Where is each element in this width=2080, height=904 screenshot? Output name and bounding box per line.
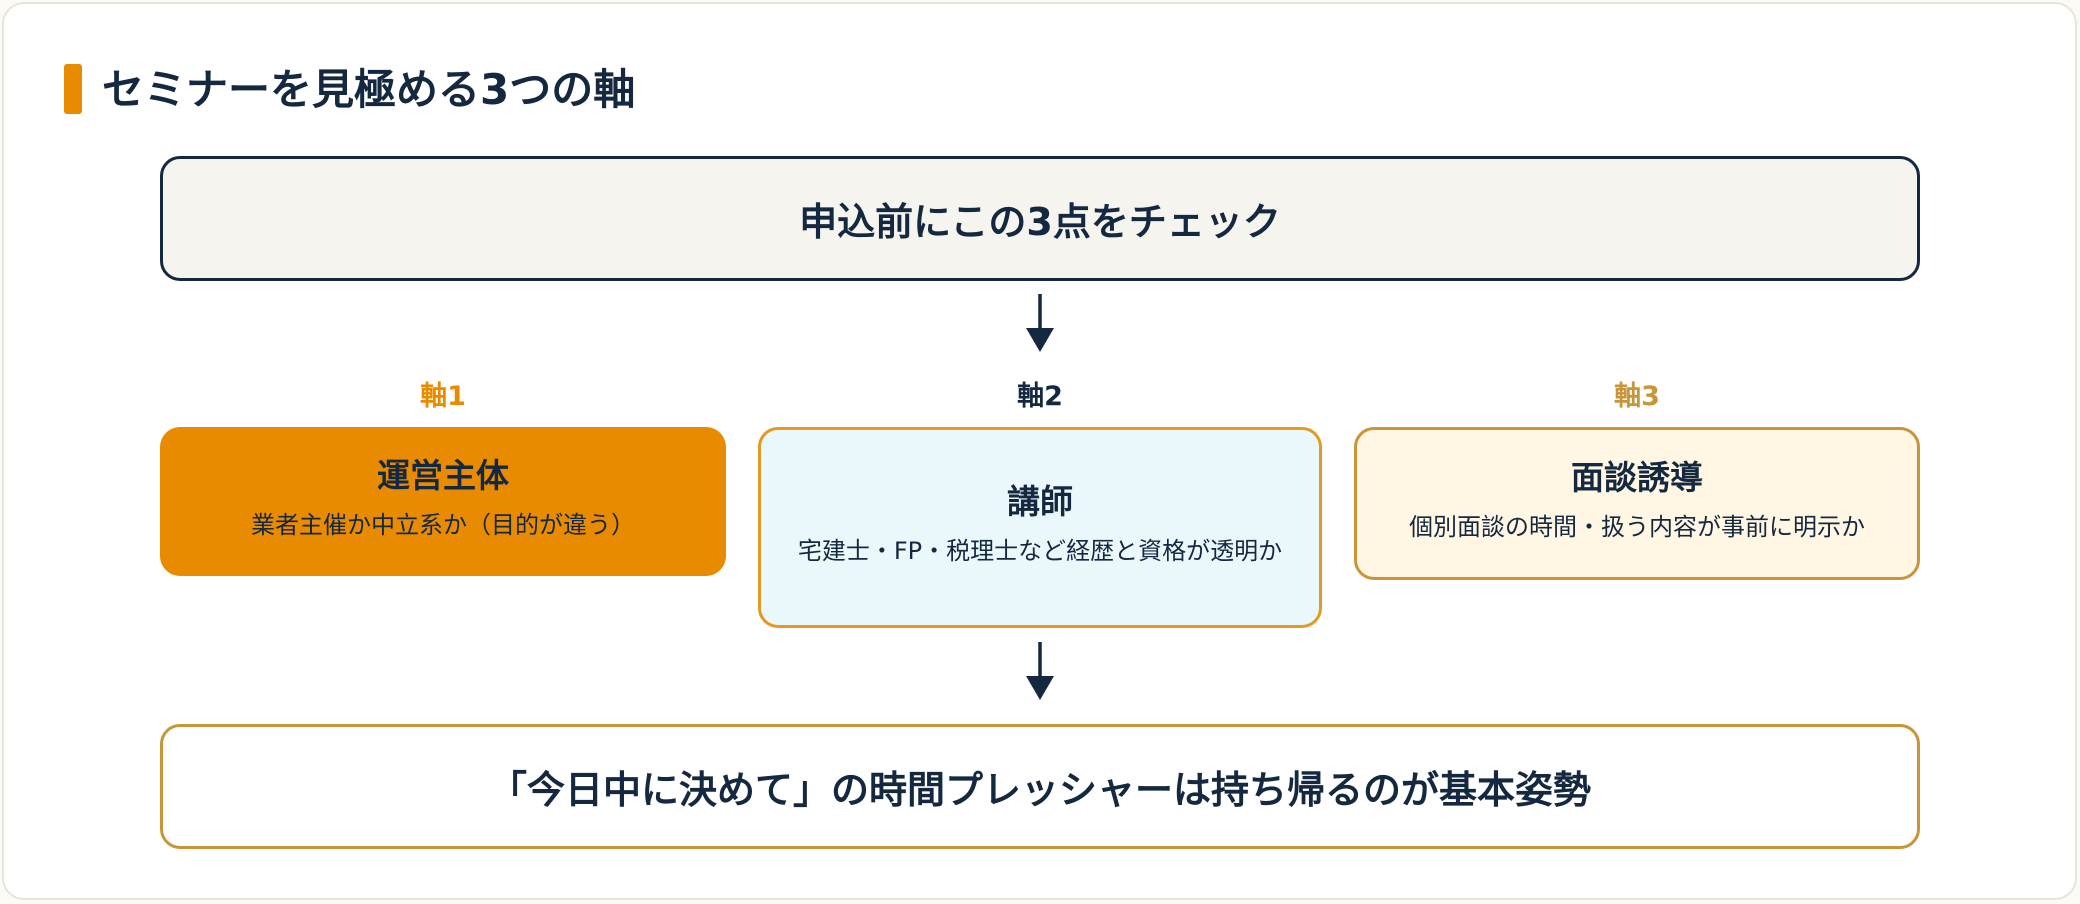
axis-2-label: 軸2: [1017, 381, 1063, 412]
axis-3-label: 軸3: [1614, 381, 1660, 412]
checklist-intro-box: 申込前にこの3点をチェック: [160, 156, 1920, 281]
axis-1-label: 軸1: [420, 381, 466, 412]
conclusion-text: 「今日中に決めて」の時間プレッシャーは持ち帰るのが基本姿勢: [488, 768, 1591, 812]
conclusion-box: 「今日中に決めて」の時間プレッシャーは持ち帰るのが基本姿勢: [160, 724, 1920, 849]
axis-2-heading: 講師: [1007, 481, 1073, 521]
arrow-down-icon: [1026, 294, 1054, 352]
axis-1-heading: 運営主体: [377, 455, 509, 495]
diagram-title: セミナーを見極める3つの軸: [102, 65, 636, 114]
axis-2-description: 宅建士・FP・税理士など経歴と資格が透明か: [797, 536, 1283, 565]
axis-3-description: 個別面談の時間・扱う内容が事前に明示か: [1409, 512, 1865, 541]
arrow-down-icon: [1026, 642, 1054, 700]
axis-2-box: 講師 宅建士・FP・税理士など経歴と資格が透明か: [758, 427, 1322, 628]
checklist-intro-text: 申込前にこの3点をチェック: [799, 200, 1281, 244]
axis-3-heading: 面談誘導: [1571, 457, 1703, 497]
axis-1-description: 業者主催か中立系か（目的が違う）: [251, 510, 635, 539]
axis-3-box: 面談誘導 個別面談の時間・扱う内容が事前に明示か: [1354, 427, 1920, 580]
axis-1-box: 運営主体 業者主催か中立系か（目的が違う）: [160, 427, 726, 576]
title-accent-bar: [64, 64, 82, 114]
